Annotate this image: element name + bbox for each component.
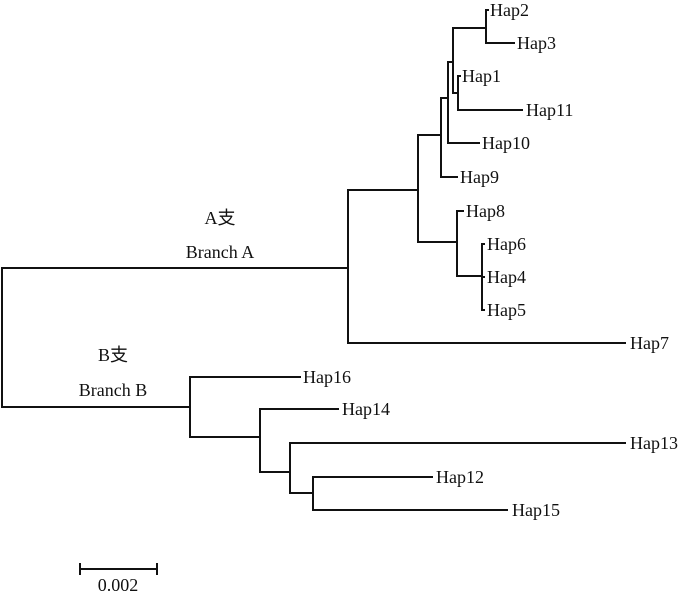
tip-label-hap16: Hap16: [303, 367, 351, 387]
tip-label-hap5: Hap5: [487, 300, 526, 320]
scale-bar: 0.002: [79, 563, 158, 594]
tip-label-hap13: Hap13: [630, 433, 678, 453]
clade-b-label-cn: B支: [98, 345, 128, 365]
tip-label-hap14: Hap14: [342, 399, 390, 419]
tip-label-hap2: Hap2: [490, 0, 529, 20]
tip-label-hap3: Hap3: [517, 33, 556, 53]
tip-label-hap15: Hap15: [512, 500, 560, 520]
scale-bar-label: 0.002: [98, 575, 139, 594]
tip-label-hap12: Hap12: [436, 467, 484, 487]
tip-label-hap7: Hap7: [630, 333, 669, 353]
tip-label-hap9: Hap9: [460, 167, 499, 187]
tip-label-hap4: Hap4: [487, 267, 526, 287]
clade-b-label-en: Branch B: [79, 380, 147, 400]
tip-label-hap1: Hap1: [462, 66, 501, 86]
tip-label-hap11: Hap11: [526, 100, 573, 120]
tip-label-hap8: Hap8: [466, 201, 505, 221]
clade-a-label-cn: A支: [205, 208, 236, 228]
tip-label-hap6: Hap6: [487, 234, 526, 254]
tip-label-hap10: Hap10: [482, 133, 530, 153]
clade-a-label-en: Branch A: [186, 242, 254, 262]
scale-bar-line: [79, 563, 158, 575]
